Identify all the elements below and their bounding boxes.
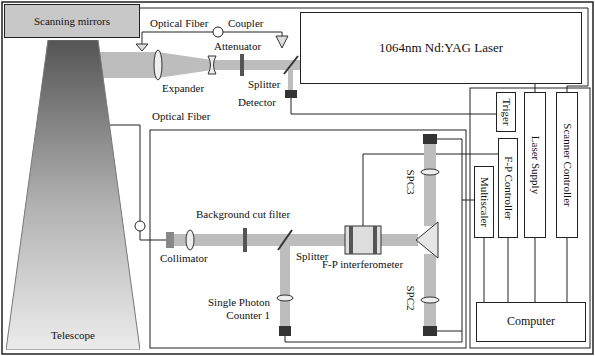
trigger-wire (291, 98, 496, 114)
fp-plate (373, 226, 377, 254)
photon-counter (423, 134, 437, 144)
part-label: Attenuator (214, 40, 261, 53)
bus-wire (484, 238, 485, 302)
controller-box: F-P Controller (498, 138, 518, 238)
node-text: Multiscaler (479, 177, 490, 227)
counter-wire (462, 200, 474, 201)
photon-counter (279, 326, 291, 336)
computer-box: Computer (476, 302, 586, 342)
part-label: Expander (162, 82, 204, 95)
bus-wire (535, 238, 536, 302)
split-beam (424, 254, 436, 326)
split-beam (424, 144, 436, 226)
lens (277, 295, 293, 301)
telescope-shape: Telescope (6, 40, 140, 350)
node-text: Scanner Controller (562, 123, 573, 206)
coupler-symbol (276, 36, 288, 48)
node-text: Telescope (6, 329, 140, 342)
node-text: Triger (501, 98, 512, 125)
splitter-mirror (278, 230, 292, 250)
control-wire (535, 84, 536, 92)
part-label: Splitter (248, 78, 280, 91)
part-label: Single Photon Counter 1 (196, 296, 270, 321)
fp-plate (349, 226, 353, 254)
controller-box: Laser Supply (524, 92, 546, 238)
split-beam (288, 70, 293, 90)
detector-label: SPC3 (405, 169, 418, 194)
part-label: Optical Fiber (152, 110, 210, 123)
fiber-end (136, 44, 148, 51)
part-label: Background cut filter (196, 208, 290, 221)
fiber-loop (213, 27, 223, 37)
attenuator-plate (240, 54, 244, 76)
filter-plate (243, 228, 247, 252)
node-text: Computer (507, 315, 555, 329)
fp-interferometer (345, 226, 381, 254)
control-wire (140, 8, 588, 92)
control-panel (470, 88, 590, 348)
counter-bus (437, 139, 462, 342)
counter-wire (437, 331, 462, 332)
detector-label: SPC2 (405, 285, 418, 310)
part-label: Coupler (228, 17, 263, 30)
collimator-lens (186, 230, 194, 250)
node-text: Laser Supply (530, 136, 541, 194)
lens (421, 297, 439, 303)
lens (421, 169, 439, 175)
expander-lens (208, 56, 216, 74)
bus-wire (567, 238, 568, 302)
expander-lens (154, 50, 162, 80)
part-label: Optical Fiber (150, 17, 208, 30)
telescope-body (6, 40, 140, 350)
telescope-outline (6, 40, 140, 350)
node-text: 1064nm Nd:YAG Laser (379, 41, 503, 56)
receiver-box (150, 130, 466, 348)
part-label: Detector (238, 96, 276, 109)
part-label: Collimator (160, 252, 208, 265)
controller-box: Triger (496, 92, 516, 132)
part-label: F-P interferometer (322, 258, 403, 271)
scanner-box: Scanning mirrors (4, 4, 140, 38)
beam-cone (158, 52, 212, 78)
laser-beam (212, 60, 300, 70)
node-text: F-P Controller (503, 156, 514, 219)
laser-box: 1064nm Nd:YAG Laser (300, 12, 582, 84)
fiber-loop (135, 221, 145, 231)
optical-fiber (140, 231, 166, 240)
prism (416, 222, 438, 258)
detector-symbol (285, 90, 297, 98)
node-text: Scanning mirrors (34, 15, 110, 28)
photon-counter (423, 326, 437, 336)
controller-box: Multiscaler (474, 166, 494, 238)
controller-box: Scanner Controller (556, 92, 578, 238)
collimator-body (166, 232, 174, 248)
split-beam (280, 246, 290, 326)
counter-wire (285, 336, 462, 342)
bus-wire (508, 238, 509, 302)
